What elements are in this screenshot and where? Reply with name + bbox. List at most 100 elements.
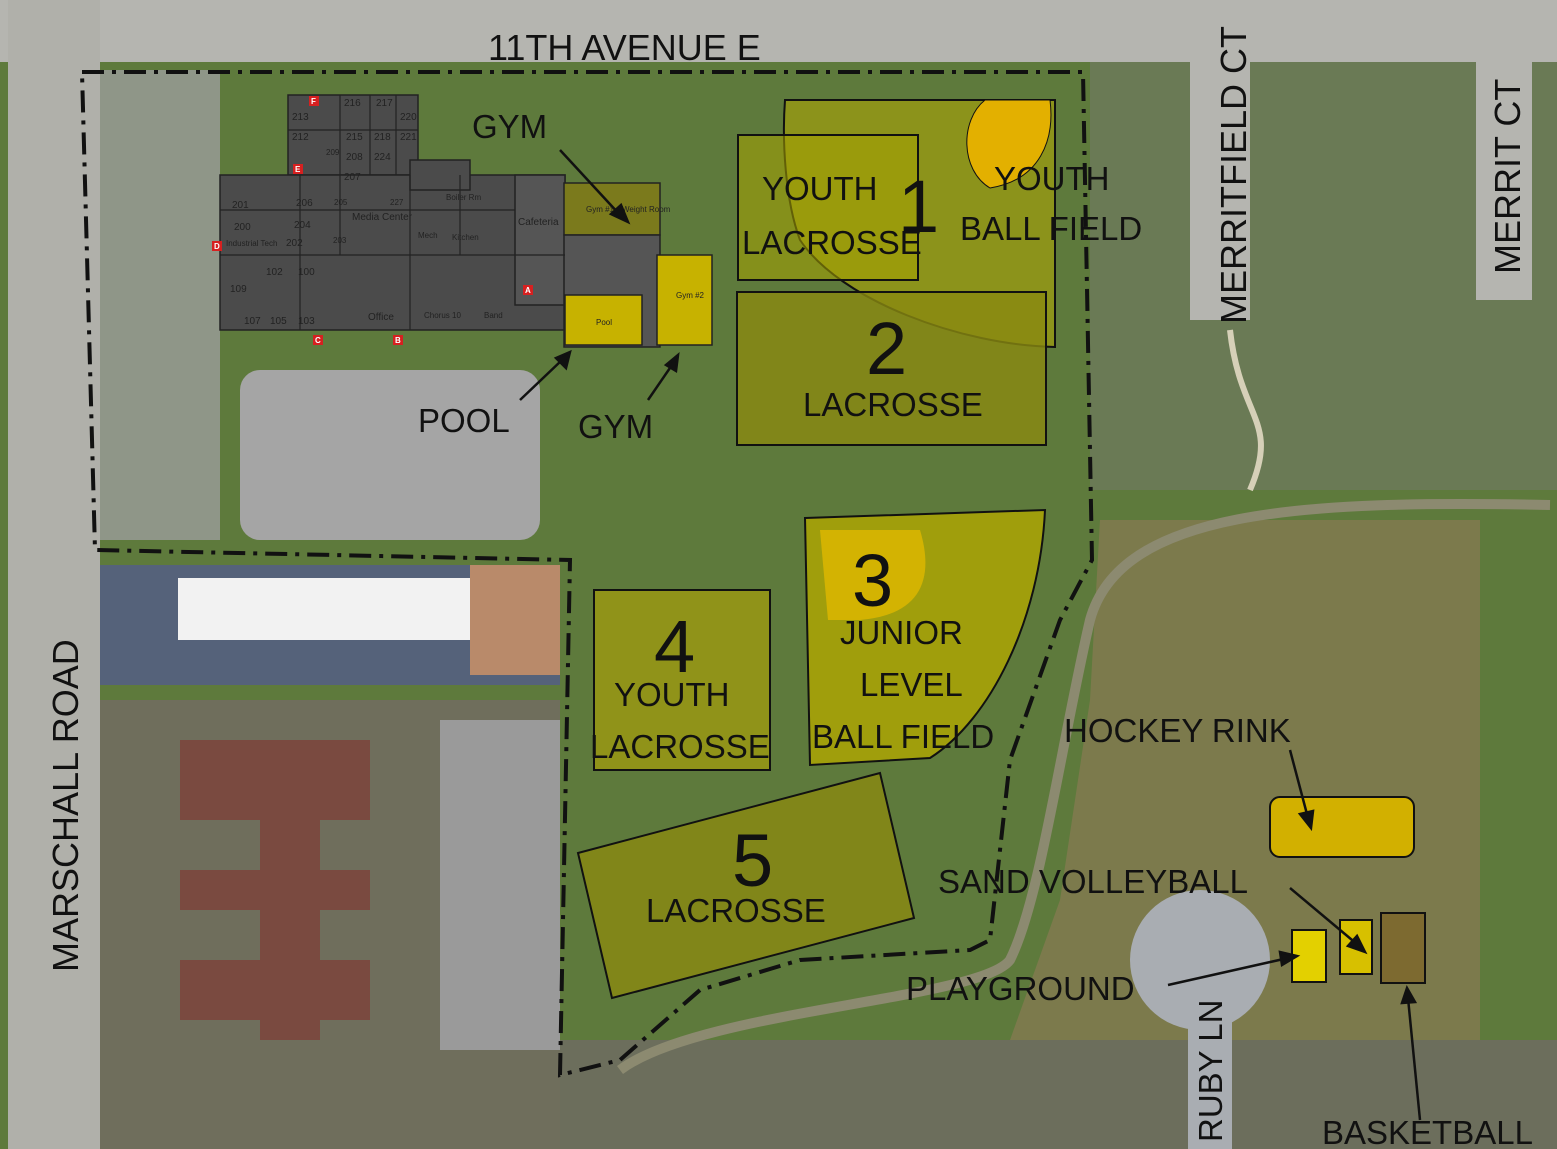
room-label: 103 xyxy=(298,316,315,327)
trail xyxy=(617,498,1551,1075)
field-1-label: LACROSSE xyxy=(742,224,922,261)
room-label: 221 xyxy=(400,132,417,143)
sand-volleyball-label: SAND VOLLEYBALL xyxy=(938,863,1248,900)
room-label: Weight Room xyxy=(622,205,671,214)
field-3-infield xyxy=(820,530,926,620)
street-label-11th: 11TH AVENUE E xyxy=(488,27,761,68)
school-parking xyxy=(240,370,540,540)
field-4-number: 4 xyxy=(654,605,695,688)
field-3-label: BALL FIELD xyxy=(812,718,994,755)
commercial-roof xyxy=(178,578,472,640)
room-label: 203 xyxy=(333,236,347,245)
room-label: 216 xyxy=(344,98,361,109)
apartment-parking xyxy=(440,720,560,1050)
entrance-label: E xyxy=(295,165,301,174)
entrance-label: C xyxy=(315,336,321,345)
entrance-label: F xyxy=(311,97,316,106)
street-label-merrifield: MERRITFIELD CT xyxy=(1213,26,1254,324)
room-label: Chorus 10 xyxy=(424,311,461,320)
property-boundary xyxy=(79,70,1095,1078)
road-ruby xyxy=(1188,960,1232,1149)
room-label: 107 xyxy=(244,316,261,327)
hockey-rink xyxy=(1269,796,1415,858)
room-label: Boiler Rm xyxy=(446,193,481,202)
field-3-number: 3 xyxy=(852,539,893,622)
basketball-court xyxy=(1380,912,1426,984)
field-1-youth-lacrosse xyxy=(737,134,919,281)
walking-path xyxy=(1227,329,1264,492)
gym-label-top: GYM xyxy=(472,108,547,145)
hockey-rink-label: HOCKEY RINK xyxy=(1064,712,1291,749)
school-west-lot xyxy=(100,70,220,540)
room-label: 202 xyxy=(286,238,303,249)
room-label: Media Center xyxy=(352,212,413,223)
pool-label: POOL xyxy=(418,402,510,439)
entrance-label: A xyxy=(525,286,531,295)
room-label: 102 xyxy=(266,267,283,278)
entrance-label: D xyxy=(214,242,220,251)
playground-label: PLAYGROUND xyxy=(906,970,1135,1007)
room-label: Gym #2 xyxy=(676,291,705,300)
room-label: Gym #1 xyxy=(586,205,615,214)
apartment-roof-3 xyxy=(180,870,370,910)
room-label: 105 xyxy=(270,316,287,327)
room-label: Office xyxy=(368,312,394,323)
room-label: 207 xyxy=(344,172,361,183)
field-1-label: YOUTH xyxy=(762,170,878,207)
field-1-number: 1 xyxy=(898,165,939,248)
field-1-infield xyxy=(966,99,1052,189)
room-label: 227 xyxy=(390,198,404,207)
road-merrifield xyxy=(1190,0,1250,320)
room-label: 218 xyxy=(374,132,391,143)
room-label: 220 xyxy=(400,112,417,123)
entrance-label: B xyxy=(395,336,401,345)
field-5-label: LACROSSE xyxy=(646,892,826,929)
apartment-roof-4 xyxy=(180,960,370,1020)
field-1-label: YOUTH xyxy=(994,160,1110,197)
street-label-ruby: RUBY LN xyxy=(1192,1000,1229,1142)
room-label: 204 xyxy=(294,220,311,231)
room-label: 212 xyxy=(292,132,309,143)
field-4-label: LACROSSE xyxy=(590,728,770,765)
room-label: Industrial Tech xyxy=(226,239,277,248)
room-label: 205 xyxy=(334,198,348,207)
commercial-dirt xyxy=(470,565,560,675)
room-label: 209 xyxy=(326,148,340,157)
field-4-youth-lacrosse xyxy=(593,589,771,771)
room-label: Band xyxy=(484,311,503,320)
room-label: 109 xyxy=(230,284,247,295)
gym-label-bottom: GYM xyxy=(578,408,653,445)
field-3-label: LEVEL xyxy=(860,666,963,703)
residential-south xyxy=(560,1040,1557,1149)
street-label-merrit: MERRIT CT xyxy=(1487,79,1528,274)
field-1-label: BALL FIELD xyxy=(960,210,1142,247)
room-label: 100 xyxy=(298,267,315,278)
field-2-lacrosse xyxy=(736,291,1047,446)
school-building xyxy=(219,94,713,348)
entrance-markers xyxy=(212,96,533,345)
road-11th-ave xyxy=(0,0,1557,62)
field-5-lacrosse xyxy=(576,771,916,1000)
basketball-label: BASKETBALL xyxy=(1322,1114,1533,1149)
room-label: 201 xyxy=(232,200,249,211)
room-label: Pool xyxy=(596,318,612,327)
room-label: 200 xyxy=(234,222,251,233)
room-label: Kitchen xyxy=(452,233,479,242)
apartment-roof-1 xyxy=(180,740,370,820)
room-label: 217 xyxy=(376,98,393,109)
room-label: 213 xyxy=(292,112,309,123)
road-merrit xyxy=(1476,0,1532,300)
room-label: Cafeteria xyxy=(518,217,559,228)
field-2-number: 2 xyxy=(866,307,907,390)
room-label: Mech xyxy=(418,231,438,240)
room-label: 224 xyxy=(374,152,391,163)
field-2-label: LACROSSE xyxy=(803,386,983,423)
road-marschall xyxy=(8,0,100,1149)
field-4-label: YOUTH xyxy=(614,676,730,713)
callout-arrows xyxy=(519,149,1422,1121)
field-3-label: JUNIOR xyxy=(840,614,963,651)
room-label: 206 xyxy=(296,198,313,209)
street-label-marschall: MARSCHALL ROAD xyxy=(45,639,86,972)
field-5-number: 5 xyxy=(732,819,773,902)
